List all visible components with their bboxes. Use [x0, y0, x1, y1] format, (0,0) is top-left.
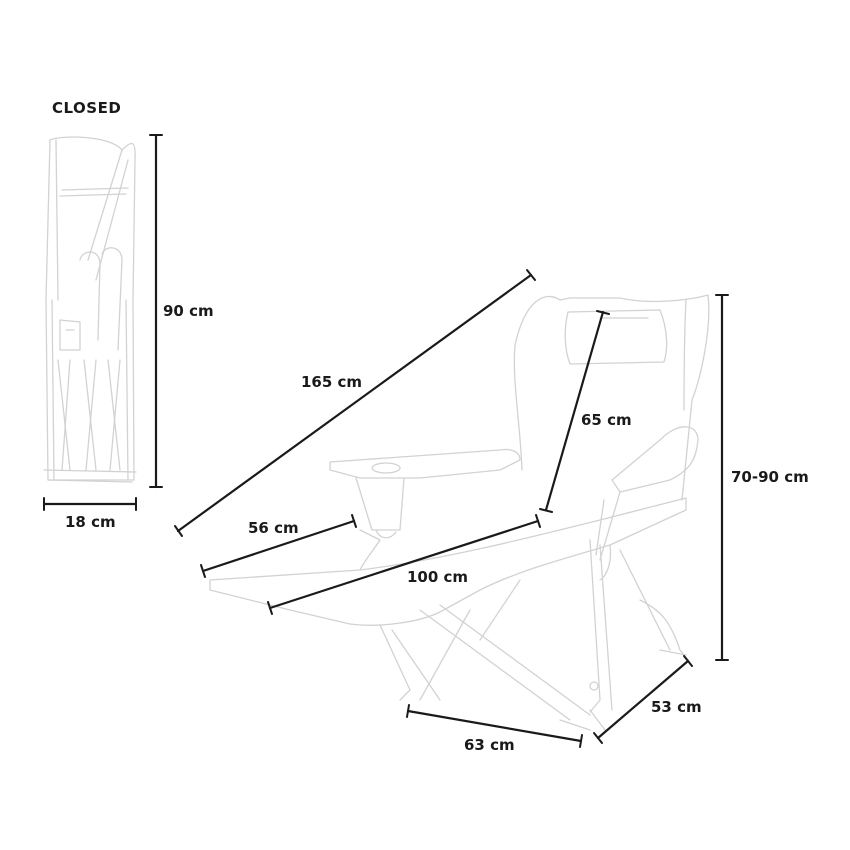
dimension-closed-width [42, 497, 138, 511]
dimension-frame-depth [593, 655, 693, 744]
closed-title: CLOSED [52, 99, 121, 117]
label-total-length: 165 cm [301, 373, 362, 391]
label-frame-depth: 53 cm [651, 698, 702, 716]
dimension-overall-height [715, 293, 729, 662]
dimension-closed-height [149, 133, 163, 489]
dimension-seat-depth [200, 514, 357, 578]
label-lounger-length: 100 cm [407, 568, 468, 586]
dimension-total-length [174, 269, 536, 537]
dimension-frame-width [406, 704, 583, 748]
label-seat-depth: 56 cm [248, 519, 299, 537]
label-closed-height: 90 cm [163, 302, 214, 320]
label-backrest-height: 65 cm [581, 411, 632, 429]
dimension-lounger-length [267, 514, 541, 615]
label-frame-width: 63 cm [464, 736, 515, 754]
label-overall-height: 70-90 cm [731, 468, 809, 486]
label-closed-width: 18 cm [65, 513, 116, 531]
open-lounger-drawing [209, 294, 710, 731]
closed-chair-drawing [43, 136, 137, 483]
dimension-backrest-height [539, 310, 610, 513]
